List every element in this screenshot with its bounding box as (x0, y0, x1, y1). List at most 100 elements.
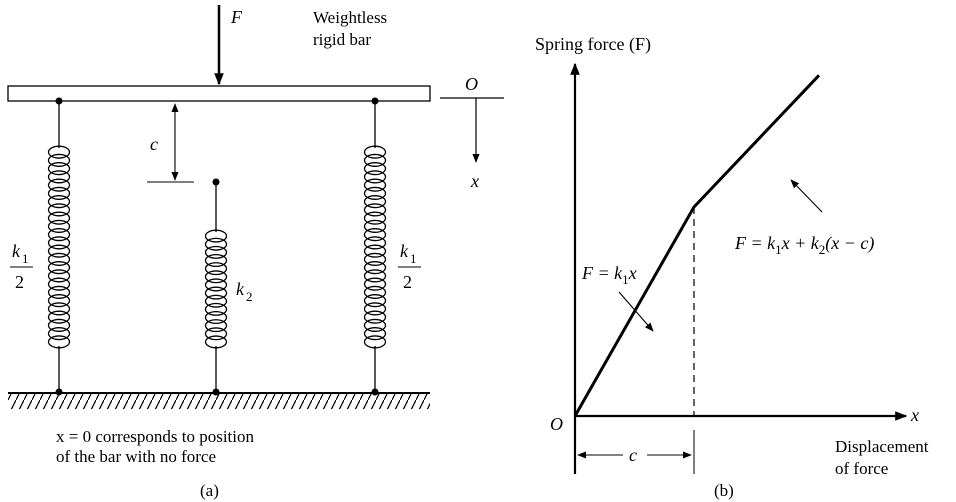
origin-label-b: O (550, 414, 563, 434)
svg-text:k: k (12, 241, 21, 261)
spring-coil (363, 252, 387, 266)
spring-coil (204, 286, 228, 300)
spring-coil (204, 229, 228, 243)
spring-coil (363, 228, 387, 242)
spring-coil (47, 162, 71, 176)
spring-coil (47, 318, 71, 332)
middle-spring (204, 182, 228, 392)
spring-coil (363, 178, 387, 192)
spring-coil (204, 237, 228, 251)
spring-coil (363, 277, 387, 291)
panel-a: F Weightless rigid bar O x c k 1 (7, 5, 504, 500)
right-spring (363, 101, 387, 392)
force-displacement-curve (573, 74, 821, 417)
spring-coil (47, 219, 71, 233)
x-axis-label-line2: of force (835, 459, 888, 478)
eq1-leader-arrow (618, 291, 654, 332)
spring-coil (47, 244, 71, 258)
spring-coil (47, 195, 71, 209)
spring-coil (363, 195, 387, 209)
svg-text:1: 1 (410, 251, 417, 266)
eq2-leader-arrow (790, 179, 823, 213)
spring-coil (363, 244, 387, 258)
spring-coil (47, 178, 71, 192)
caption-line2: of the bar with no force (56, 447, 216, 466)
spring-coil (204, 270, 228, 284)
spring-coil (204, 310, 228, 325)
spring-coil (47, 261, 71, 275)
panel-label-a: (a) (200, 481, 219, 500)
ground-hatch (8, 393, 430, 409)
force-symbol: F (230, 7, 243, 27)
spring-coil (363, 327, 387, 341)
c-label-backdrop (623, 443, 647, 467)
spring-coil (47, 236, 71, 250)
left-spring-label: k 1 2 (10, 241, 33, 292)
x-axis-symbol: x (910, 405, 919, 425)
spring-coil (363, 219, 387, 233)
spring-coil (47, 294, 71, 308)
spring-coil (363, 294, 387, 308)
spring-coil (363, 236, 387, 250)
eq2-label: F = k1x + k2(x − c) (734, 233, 874, 257)
spring-coil (204, 302, 228, 316)
spring-coil (204, 245, 228, 259)
spring-coil (363, 211, 387, 225)
eq1-label: F = k1x (581, 263, 637, 287)
spring-coil (204, 327, 228, 341)
spring-coil (363, 261, 387, 275)
spring-coil (204, 262, 228, 276)
svg-text:2: 2 (246, 289, 253, 304)
spring-coil (363, 203, 387, 217)
middle-spring-label: k 2 (236, 279, 253, 304)
spring-coil (363, 310, 387, 324)
spring-coil (47, 145, 71, 159)
spring-coil (363, 318, 387, 332)
spring-coil (363, 302, 387, 316)
gap-label: c (150, 134, 158, 154)
spring-coil (204, 319, 228, 333)
caption-line1: x = 0 corresponds to position (56, 427, 254, 446)
middle-spring-top-pin (212, 178, 220, 186)
spring-coil (47, 211, 71, 225)
spring-coil (47, 327, 71, 341)
svg-text:k: k (236, 279, 245, 299)
spring-coil (47, 228, 71, 242)
spring-coil (363, 170, 387, 184)
spring-coil (47, 285, 71, 299)
x-axis-label-line1: Displacement (835, 437, 929, 456)
svg-text:2: 2 (15, 272, 24, 292)
spring-coil (363, 269, 387, 283)
rigid-bar (7, 85, 431, 102)
x-label-a: x (470, 171, 479, 191)
origin-label-a: O (465, 74, 478, 94)
svg-text:2: 2 (403, 272, 412, 292)
spring-coil (363, 145, 387, 159)
spring-coil (363, 285, 387, 299)
spring-coil (204, 278, 228, 292)
svg-text:1: 1 (22, 251, 29, 266)
y-axis-label: Spring force (F) (535, 34, 651, 55)
spring-coil (47, 203, 71, 217)
spring-coil (204, 253, 228, 268)
spring-coil (47, 170, 71, 184)
panel-label-b: (b) (714, 481, 734, 500)
spring-coil (47, 186, 71, 200)
left-spring (47, 101, 71, 392)
spring-coil (363, 186, 387, 200)
c-label: c (629, 445, 637, 465)
spring-coil (363, 162, 387, 176)
spring-coil (47, 302, 71, 316)
spring-coil (204, 294, 228, 308)
panel-b: Spring force (F) O x Displacement of for… (535, 34, 929, 500)
spring-coil (363, 153, 387, 167)
bar-label-line1: Weightless (313, 8, 387, 27)
spring-coil (47, 277, 71, 291)
spring-coil (47, 153, 71, 167)
spring-coil (47, 310, 71, 324)
spring-coil (47, 269, 71, 283)
right-spring-label: k 1 2 (398, 241, 421, 292)
bar-label-line2: rigid bar (313, 30, 371, 49)
